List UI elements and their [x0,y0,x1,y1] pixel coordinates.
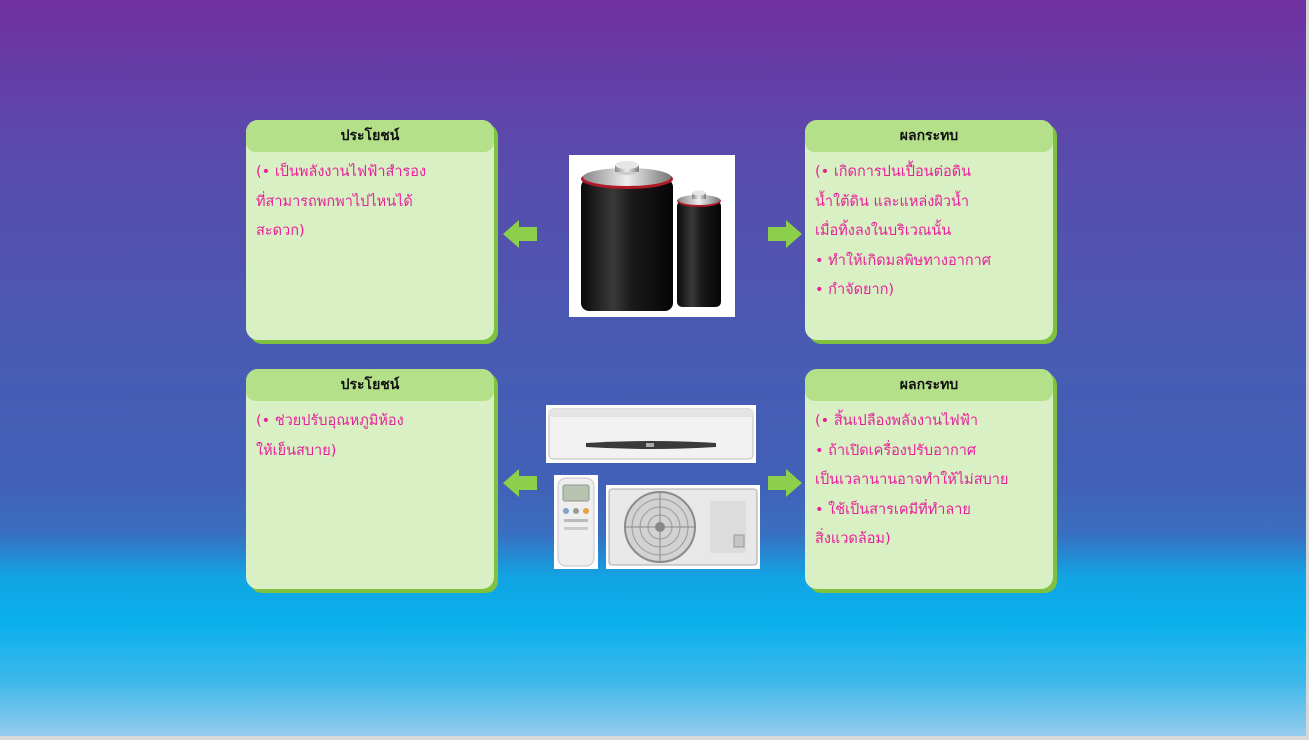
remote-control-image [554,475,598,569]
card-title: ประโยชน์ [246,120,494,152]
arrow-left-icon [503,220,537,248]
card-line: เป็นเวลานานอาจทำให้ไม่สบาย [815,472,1009,488]
impact-card-aircon: ผลกระทบ (• สิ้นเปลืองพลังงานไฟฟ้า • ถ้าเ… [805,369,1053,589]
card-line: • ใช้เป็นสารเคมีที่ทำลาย [815,501,971,518]
card-text: (• ช่วยปรับอุณหภูมิห้อง ให้เย็นสบาย) [246,401,494,466]
card-text: (• เป็นพลังงานไฟฟ้าสำรอง ที่สามารถพกพาไป… [246,152,494,247]
arrow-right-icon [768,220,802,248]
arrow-right-icon [768,469,802,497]
card-line: น้ำใต้ดิน และแหล่งผิวน้ำ [815,193,970,210]
card-line: ให้เย็นสบาย) [256,442,337,459]
card-text: (• เกิดการปนเปื้อนต่อดิน น้ำใต้ดิน และแห… [805,152,1053,306]
battery-image [569,155,735,317]
benefit-card-battery: ประโยชน์ (• เป็นพลังงานไฟฟ้าสำรอง ที่สาม… [246,120,494,340]
card-line: (• เป็นพลังงานไฟฟ้าสำรอง [256,164,427,180]
card-line: (• สิ้นเปลืองพลังงานไฟฟ้า [815,413,979,429]
card-line: • กำจัดยาก) [815,282,895,298]
card-line: เมื่อทิ้งลงในบริเวณนั้น [815,223,952,239]
card-line: ที่สามารถพกพาไปไหนได้ [256,193,413,210]
card-title: ผลกระทบ [805,120,1053,152]
benefit-card-aircon: ประโยชน์ (• ช่วยปรับอุณหภูมิห้อง ให้เย็น… [246,369,494,589]
slide-right-edge [1306,0,1309,740]
impact-card-battery: ผลกระทบ (• เกิดการปนเปื้อนต่อดิน น้ำใต้ด… [805,120,1053,340]
card-line: (• ช่วยปรับอุณหภูมิห้อง [256,413,404,429]
air-conditioner-outdoor-unit-image [606,485,760,569]
card-line: • ถ้าเปิดเครื่องปรับอากาศ [815,442,977,459]
card-line: (• เกิดการปนเปื้อนต่อดิน [815,164,972,180]
card-line: • ทำให้เกิดมลพิษทางอากาศ [815,252,991,269]
slide-bottom-edge [0,736,1309,740]
air-conditioner-indoor-unit-image [546,405,756,463]
card-line: สะดวก) [256,223,305,239]
card-line: สิ่งแวดล้อม) [815,531,891,547]
card-title: ประโยชน์ [246,369,494,401]
card-title: ผลกระทบ [805,369,1053,401]
arrow-left-icon [503,469,537,497]
card-text: (• สิ้นเปลืองพลังงานไฟฟ้า • ถ้าเปิดเครื่… [805,401,1053,555]
